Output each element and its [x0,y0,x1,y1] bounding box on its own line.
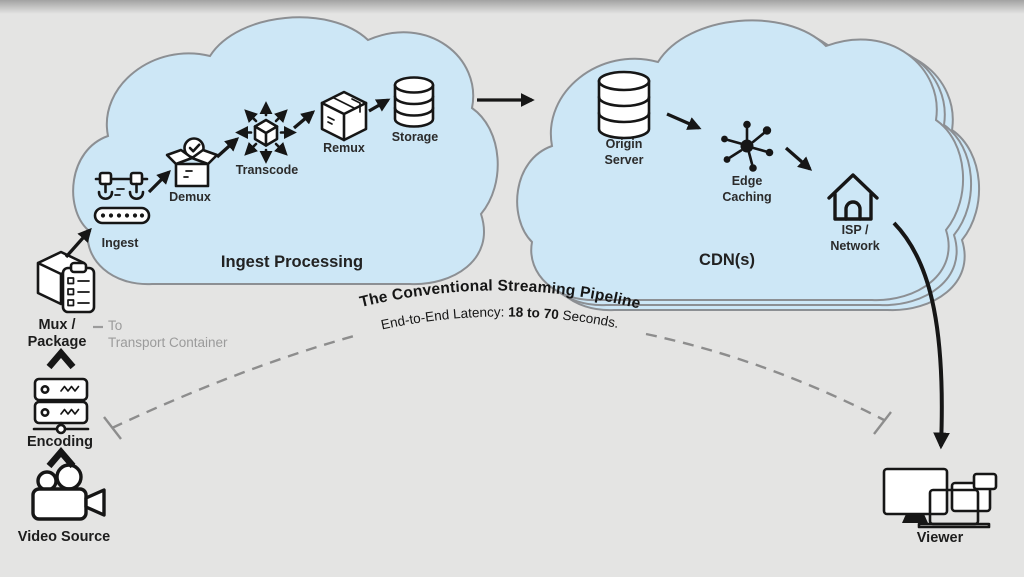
latency-value: 18 to 70 [508,304,559,322]
transcode-node: Transcode [235,101,299,177]
arrow-demux-to-transcode [215,137,240,159]
sealed-box-icon [320,90,368,142]
top-shading-bar [0,0,1024,14]
origin-server-label-line2: Server [605,153,644,167]
mux-package-node: Mux / Package [28,250,96,350]
edge-caching-label-line1: Edge [732,174,763,188]
arrow-mux-to-ingest [64,227,92,259]
network-hub-icon [721,120,774,172]
edge-caching-label-line2: Caching [722,190,771,204]
latency-dashed-arc-left [111,334,355,430]
chevron-up-icon [46,447,76,469]
storage-node: Storage [392,76,439,144]
latency-dashed-arc-right [645,332,885,422]
conveyor-icon [93,171,151,225]
video-source-node: Video Source [18,463,110,545]
video-camera-icon [31,463,106,521]
encoding-node: Encoding [27,377,93,450]
latency-subtitle: End-to-End Latency: 18 to 70 Seconds. [380,304,621,332]
demux-label: Demux [169,190,211,204]
encoding-label: Encoding [27,434,93,450]
ingest-node: Ingest [93,171,151,250]
arrow-ingest-to-demux [147,170,171,194]
arc-end-tick-right [873,411,892,435]
remux-label: Remux [323,141,365,155]
annotation-line2: Transport Container [108,335,228,350]
mux-package-label-line1: Mux / [38,317,75,333]
origin-server-node: Origin Server [597,70,651,167]
isp-network-node: ISP / Network [827,173,880,253]
open-box-icon [165,137,219,188]
arrow-remux-to-storage [368,98,391,113]
transport-container-annotation: To Transport Container [93,318,228,350]
isp-network-label-line2: Network [830,239,879,253]
origin-server-label-line1: Origin [606,137,643,151]
arrow-origin-to-edge [666,112,702,130]
arrow-edge-to-isp [784,146,813,171]
chevron-up-icon [46,348,76,370]
edge-caching-node: Edge Caching [721,120,774,204]
arc-end-tick-left [103,416,122,440]
ingest-label: Ingest [102,236,140,250]
video-source-label: Video Source [18,529,110,545]
storage-label: Storage [392,130,439,144]
database-icon [393,76,435,128]
package-clipboard-icon [36,250,96,314]
cube-arrows-icon [235,101,297,164]
arrow-transcode-to-remux [292,110,316,130]
ingest-cloud-title: Ingest Processing [221,253,363,271]
devices-icon [882,467,998,529]
latency-prefix: End-to-End Latency: [380,304,509,332]
arrow-isp-to-viewer [892,221,950,450]
encoder-servers-icon [32,377,90,435]
viewer-node: Viewer [882,467,998,546]
cdn-cloud-title: CDN(s) [699,251,755,269]
transcode-label: Transcode [236,163,299,177]
mux-package-label-line2: Package [28,334,87,350]
remux-node: Remux [320,90,368,155]
isp-network-label-line1: ISP / [842,223,869,237]
house-icon [827,173,879,221]
database-icon [597,70,651,140]
viewer-label: Viewer [917,530,964,546]
demux-node: Demux [165,137,219,204]
annotation-line1: To [108,318,122,333]
